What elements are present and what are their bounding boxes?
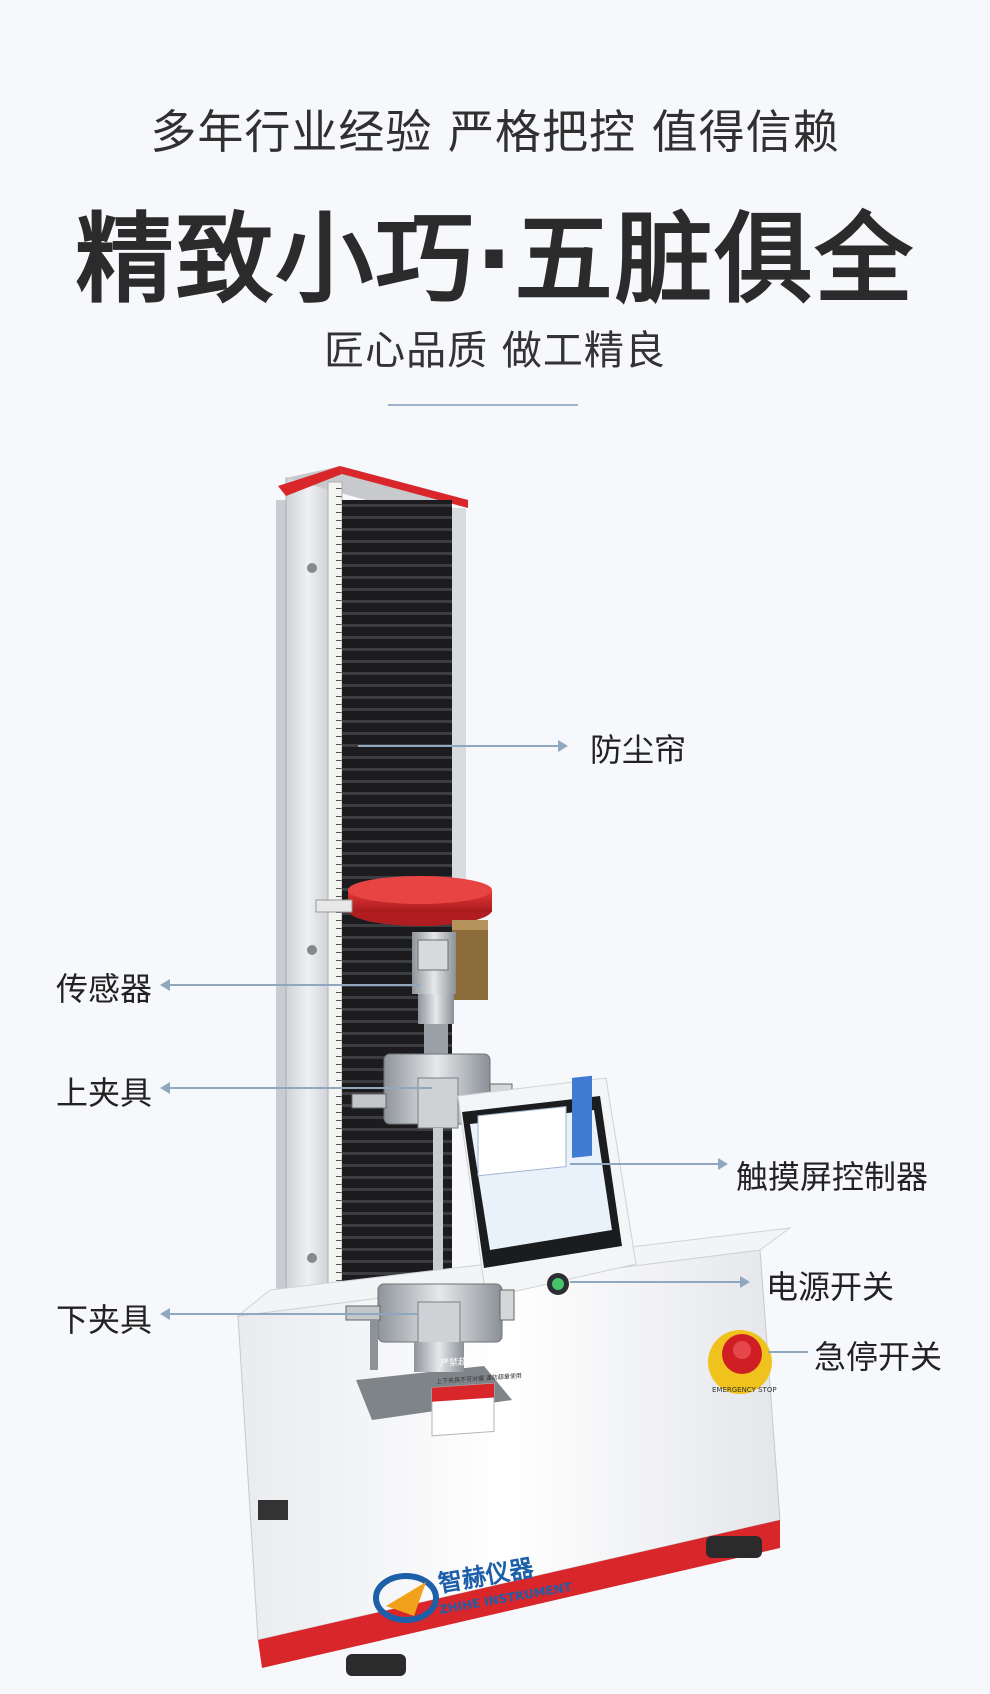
- emergency-stop-pointer: [768, 1351, 808, 1353]
- emergency-stop-label: 急停开关: [814, 1338, 943, 1376]
- dust-curtain-label: 防尘帘: [590, 731, 687, 769]
- dust-curtain-arrow-icon: [558, 740, 568, 752]
- sensor-arrow-icon: [160, 979, 170, 991]
- subtitle-text: 匠心品质 做工精良: [324, 328, 666, 374]
- upper-clamp-pointer: [170, 1087, 432, 1089]
- power-switch-arrow-icon: [740, 1276, 750, 1288]
- lower-clamp-label: 下夹具: [56, 1301, 153, 1339]
- lower-clamp-pointer: [170, 1313, 418, 1315]
- touchscreen-label: 触摸屏控制器: [736, 1158, 929, 1196]
- slogan-text: 多年行业经验 严格把控 值得信赖: [150, 105, 840, 159]
- touchscreen-pointer: [570, 1163, 718, 1165]
- main-title: 精致小巧·五脏俱全: [75, 203, 915, 317]
- lower-clamp-arrow-icon: [160, 1308, 170, 1320]
- sensor-pointer: [170, 984, 420, 986]
- upper-clamp-label: 上夹具: [56, 1074, 153, 1112]
- title-divider: [388, 404, 578, 406]
- upper-clamp-arrow-icon: [160, 1082, 170, 1094]
- power-switch-pointer: [570, 1281, 740, 1283]
- power-switch-label: 电源开关: [766, 1268, 895, 1306]
- touchscreen-arrow-icon: [718, 1158, 728, 1170]
- dust-curtain-pointer: [358, 745, 558, 747]
- sensor-label: 传感器: [56, 970, 153, 1008]
- screen-model-text: X100TTM: [505, 1126, 556, 1139]
- warning-label-title: 严禁超载: [440, 1355, 476, 1370]
- emergency-stop-text: EMERGENCY STOP: [712, 1386, 777, 1394]
